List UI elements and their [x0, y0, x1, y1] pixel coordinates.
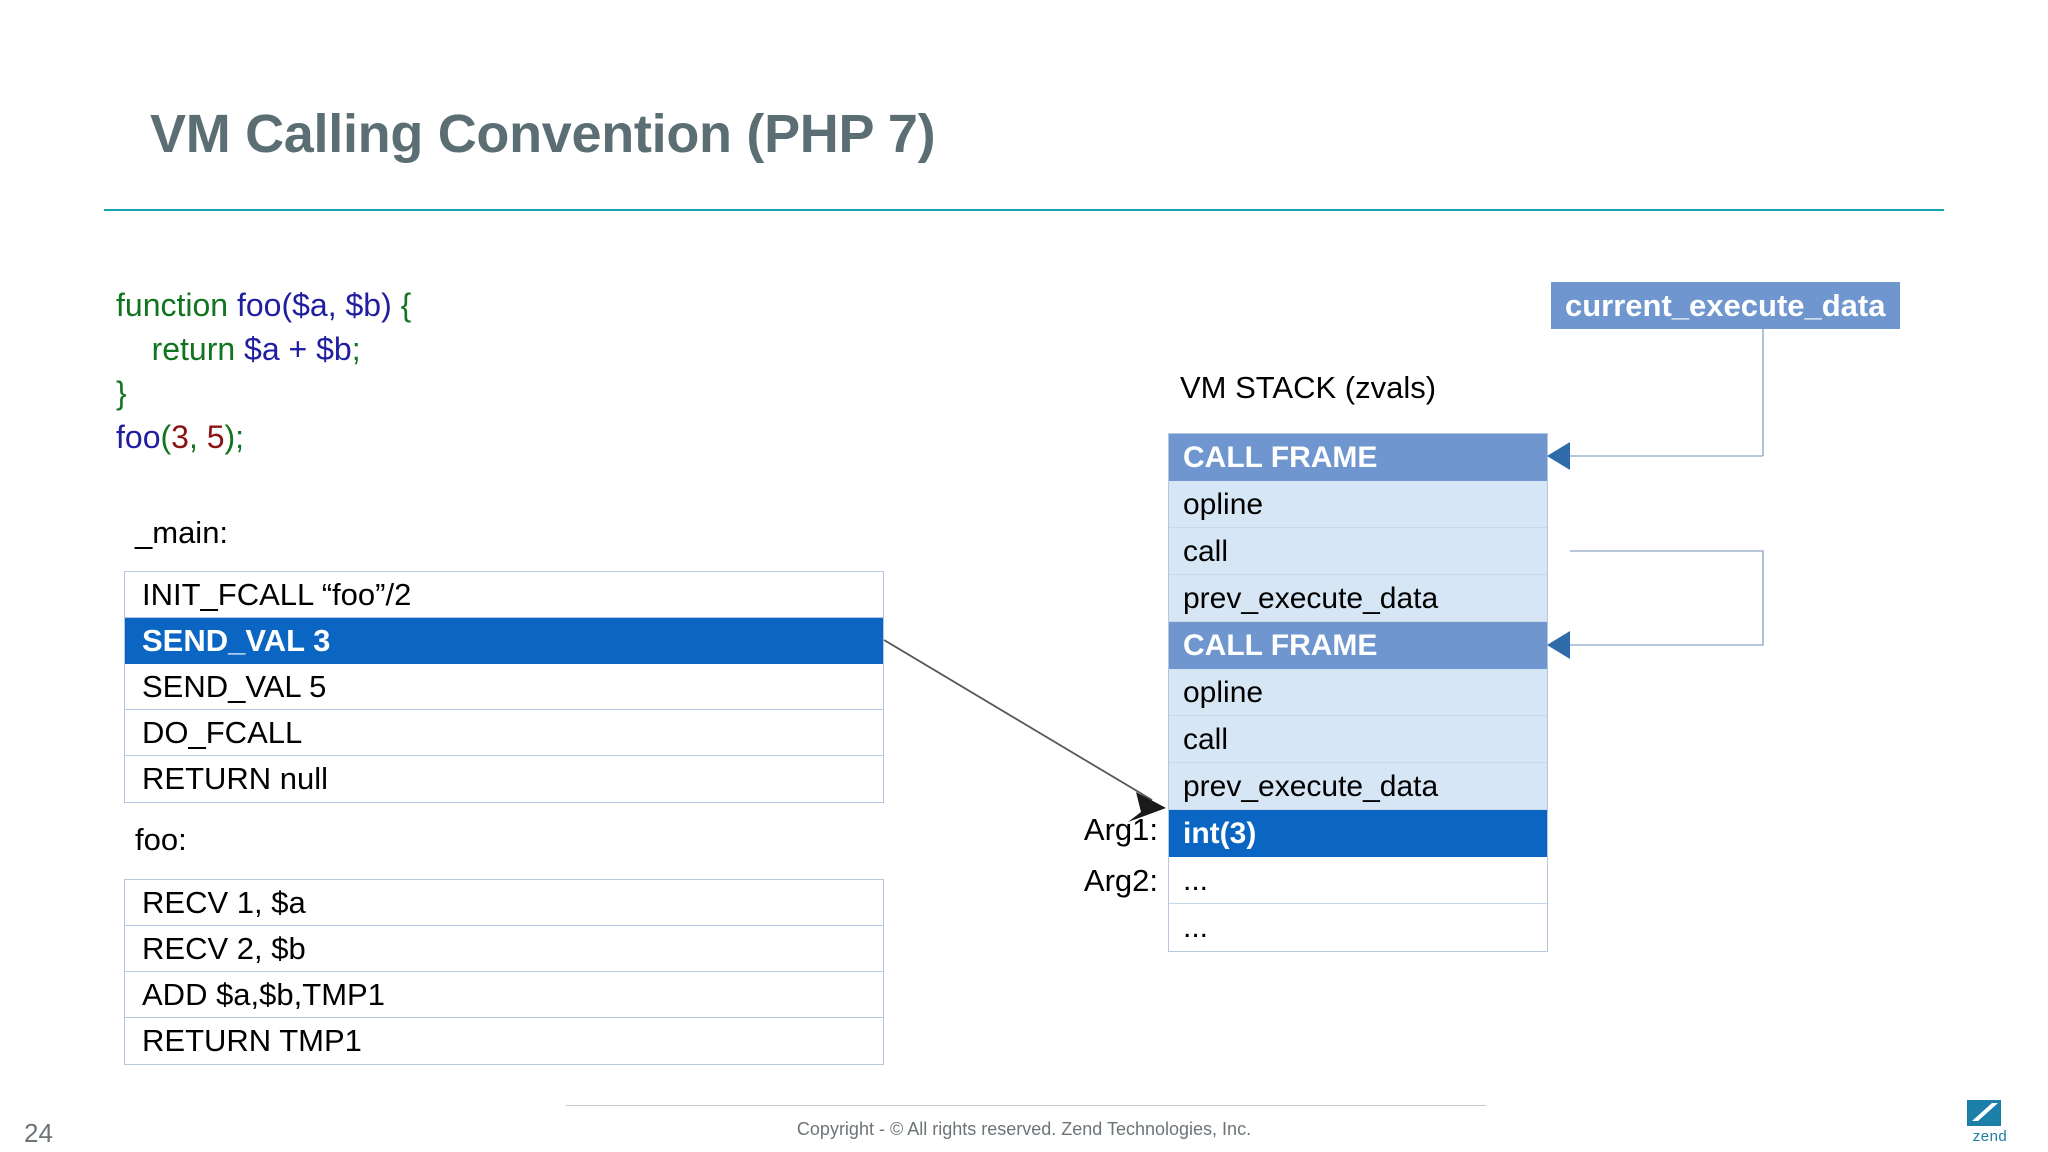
stack-row-arg2-empty: ... — [1169, 857, 1547, 904]
vm-stack-label: VM STACK (zvals) — [1180, 370, 1437, 405]
code-keyword-return: return — [116, 331, 245, 367]
opcode-label-main: _main: — [135, 515, 229, 550]
opcode-table-main: INIT_FCALL “foo”/2 SEND_VAL 3 SEND_VAL 5… — [124, 571, 884, 803]
code-arg-3: 3 — [171, 419, 189, 455]
stack-row-opline: opline — [1169, 481, 1547, 528]
arg2-label: Arg2: — [1083, 863, 1158, 898]
page-number: 24 — [24, 1118, 53, 1148]
stack-row-prev-execute-data: prev_execute_data — [1169, 575, 1547, 622]
title-divider — [104, 209, 1944, 211]
arrowhead-frame2-icon — [1547, 631, 1570, 659]
opcode-row: RETURN null — [125, 756, 883, 802]
code-call-close-paren: ); — [224, 419, 245, 455]
code-arg-comma: , — [188, 419, 207, 455]
code-semicolon: ; — [351, 331, 361, 367]
opcode-row: SEND_VAL 5 — [125, 664, 883, 710]
code-open-brace: { — [391, 287, 412, 323]
code-close-brace: } — [116, 375, 127, 411]
zend-logo-slash-icon — [1972, 1103, 1998, 1121]
page-title: VM Calling Convention (PHP 7) — [150, 104, 936, 164]
opcode-row: ADD $a,$b,TMP1 — [125, 972, 883, 1018]
code-call-foo: foo — [116, 419, 161, 455]
arrowhead-frame1-icon — [1547, 442, 1570, 470]
stack-row-call-frame: CALL FRAME — [1169, 622, 1547, 669]
arg1-label: Arg1: — [1083, 812, 1158, 847]
opcode-row-highlighted: SEND_VAL 3 — [125, 618, 883, 664]
opcode-row: DO_FCALL — [125, 710, 883, 756]
stack-row-opline: opline — [1169, 669, 1547, 716]
opcode-label-foo: foo: — [135, 822, 187, 857]
zend-logo-wordmark: zend — [1973, 1128, 2008, 1144]
stack-row-call-frame: CALL FRAME — [1169, 434, 1547, 481]
vm-stack-table: CALL FRAME opline call prev_execute_data… — [1168, 433, 1548, 952]
code-keyword-function: function — [116, 287, 237, 323]
connector-line-frame2 — [1570, 550, 1764, 646]
php-code-block: function foo($a, $b) { return $a + $b; }… — [116, 283, 411, 459]
opcode-row: RECV 1, $a — [125, 880, 883, 926]
stack-row-prev-execute-data: prev_execute_data — [1169, 763, 1547, 810]
opcode-row: INIT_FCALL “foo”/2 — [125, 572, 883, 618]
opcode-row: RETURN TMP1 — [125, 1018, 883, 1064]
opcode-row: RECV 2, $b — [125, 926, 883, 972]
zend-logo: zend — [1967, 1100, 2008, 1144]
footer-copyright: Copyright - © All rights reserved. Zend … — [796, 1119, 1252, 1139]
footer-divider — [566, 1105, 1486, 1106]
current-execute-data-badge: current_execute_data — [1551, 282, 1900, 329]
code-arg-5: 5 — [206, 419, 225, 455]
code-call-open-paren: ( — [160, 419, 172, 455]
stack-row-empty: ... — [1169, 904, 1547, 951]
stack-row-call: call — [1169, 528, 1547, 575]
code-expression-sum: $a + $b — [244, 331, 352, 367]
stack-row-arg1-value: int(3) — [1169, 810, 1547, 857]
opcode-table-foo: RECV 1, $a RECV 2, $b ADD $a,$b,TMP1 RET… — [124, 879, 884, 1065]
code-signature-foo: foo($a, $b) — [236, 287, 392, 323]
stack-row-call: call — [1169, 716, 1547, 763]
connector-send-val-to-arg — [883, 639, 1153, 801]
